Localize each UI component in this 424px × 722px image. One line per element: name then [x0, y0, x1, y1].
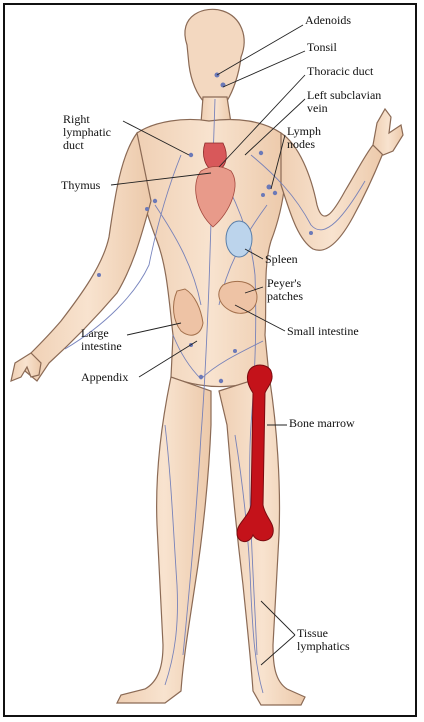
- spleen-shape: [226, 221, 252, 257]
- diagram-frame: Adenoids Tonsil Thoracic duct Left subcl…: [3, 3, 417, 717]
- label-large-intestine: Large intestine: [81, 327, 122, 353]
- label-lymph-nodes: Lymph nodes: [287, 125, 321, 151]
- label-tissue-lymphatics: Tissue lymphatics: [297, 627, 350, 653]
- label-adenoids: Adenoids: [305, 14, 351, 27]
- label-spleen: Spleen: [265, 253, 298, 266]
- label-appendix: Appendix: [81, 371, 128, 384]
- label-thymus: Thymus: [61, 179, 100, 192]
- label-right-lymphatic-duct: Right lymphatic duct: [63, 113, 111, 152]
- label-tonsil: Tonsil: [307, 41, 337, 54]
- label-peyers-patches: Peyer's patches: [267, 277, 303, 303]
- label-bone-marrow: Bone marrow: [289, 417, 355, 430]
- label-small-intestine: Small intestine: [287, 325, 359, 338]
- label-left-subclavian-vein: Left subclavian vein: [307, 89, 381, 115]
- label-thoracic-duct: Thoracic duct: [307, 65, 373, 78]
